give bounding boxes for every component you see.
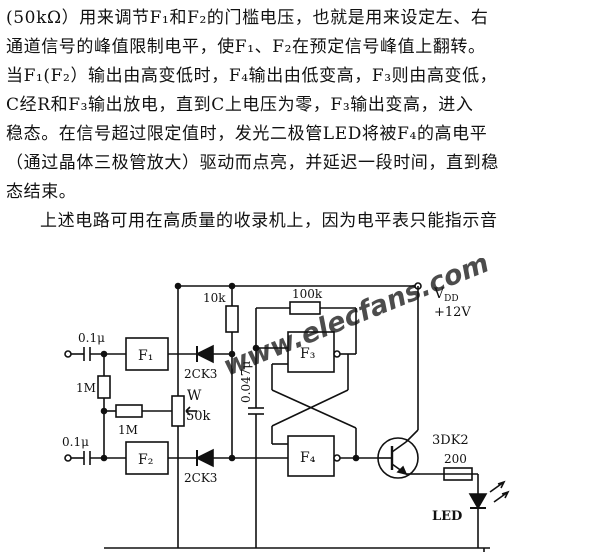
supply-label: VDD [433,286,459,304]
res-200-label: 200 [444,452,467,466]
resistor-1m-b [115,404,143,418]
supply-value: +12V [434,305,471,320]
res-100k-label: 100k [292,287,323,301]
paragraph-line: (50kΩ）用来调节F₁和F₂的门槛电压，也就是用来设定左、右 [6,8,489,28]
diode-1 [195,344,214,364]
res-1m-a-label: 1M [76,381,96,395]
cross-wire [271,389,357,429]
transistor-collector [391,441,407,453]
resistor-100k [289,301,321,315]
inverter-bubble [333,350,341,358]
res-10k-label: 10k [203,291,226,305]
cap-in1-label: 0.1μ [78,331,105,345]
wire [405,429,419,443]
emitter-arrow-icon [396,465,408,476]
paragraph-line: 稳态。在信号超过限定值时，发光二极管LED将被F₄的高电平 [6,124,488,144]
potentiometer-w [171,395,185,427]
paragraph-line: 通道信号的峰值限制电平，使F₁、F₂在预定信号峰值上翻转。 [6,37,486,57]
gate-f4-label: F₄ [300,450,316,466]
resistor-10k [225,305,239,333]
diode-1-label: 2CK3 [184,367,217,381]
input-terminal [64,454,72,462]
input-terminal [64,350,72,358]
paragraph-line: 态结束。 [6,182,77,202]
light-ray-icon [493,490,510,503]
pot-label: W [187,388,202,404]
paragraph-line: 上述电路可用在高质量的收录机上，因为电平表只能指示音 [40,211,498,231]
pot-wiper-arrow-icon [185,406,191,416]
pot-value: 50k [186,409,211,424]
resistor-200 [443,467,473,481]
transistor-label: 3DK2 [432,433,469,448]
inverter-bubble [333,454,341,462]
node [228,350,236,358]
supply-label-main: V [433,286,445,302]
cap-timing-label: 0.047μ [239,361,253,403]
led-label: LED [432,509,462,524]
gate-f3-label: F₃ [300,346,315,362]
paragraph-line: 当F₁(F₂）输出由高变低时，F₄输出由低变高，F₃则由高变低， [6,66,498,86]
cross-wire [271,389,349,427]
res-1m-b-label: 1M [118,423,138,437]
supply-label-sub: DD [444,294,458,304]
led [468,493,488,510]
gate-f2-label: F₂ [138,452,153,468]
resistor-1m-a [97,375,111,399]
document-text: (50kΩ）用来调节F₁和F₂的门槛电压，也就是用来设定左、右 通道信号的峰值限… [6,4,586,236]
cap-in2-label: 0.1μ [62,435,89,449]
diode-2-label: 2CK3 [184,471,217,485]
circuit-diagram: www.elecfans.com W 50k 0.1μ F₁ 2CK3 1M 1… [62,258,510,552]
diode-2 [195,448,214,468]
light-ray-icon [489,480,506,493]
paragraph-line: C经R和F₃输出放电，直到C上电压为零，F₃输出变高，进入 [6,95,474,115]
gate-f1-label: F₁ [138,348,153,364]
paragraph-line: （通过晶体三极管放大）驱动而点亮，并延迟一段时间，直到稳 [6,153,499,173]
